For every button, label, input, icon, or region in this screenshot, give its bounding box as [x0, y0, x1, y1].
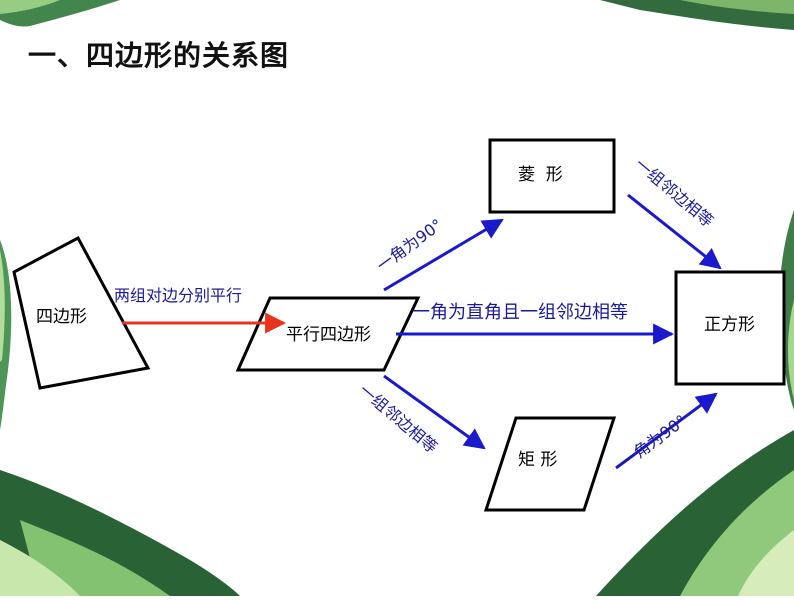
arrow-rect-to-square	[615, 392, 718, 470]
edge-label-para-to-square: 一角为直角且一组邻边相等	[412, 302, 628, 323]
arrow-para-to-rect	[383, 374, 486, 450]
label-rhombus: 菱 形	[518, 165, 563, 185]
label-quadrilateral: 四边形	[36, 307, 87, 327]
leaf-right	[779, 210, 794, 410]
page-title: 一、四边形的关系图	[28, 39, 290, 72]
leaf-top-left	[0, 0, 120, 27]
label-square: 正方形	[704, 315, 755, 335]
label-rectangle: 矩 形	[518, 450, 557, 470]
edge-label-para-to-rect: 一组邻边相等	[355, 381, 441, 457]
square-box	[674, 270, 786, 386]
leaf-bottom-left	[0, 470, 240, 596]
edge-label-rect-to-square: 一角为90°	[617, 411, 690, 471]
edge-label-quad-to-para: 两组对边分别平行	[114, 286, 242, 305]
arrow-rhombus-to-square	[627, 193, 722, 270]
arrow-para-to-rhombus	[383, 218, 504, 292]
leaf-top-right	[600, 0, 794, 30]
rhombus-box	[488, 138, 616, 214]
rectangle-shape	[483, 416, 617, 512]
edge-label-para-to-rhombus: 一角为90°	[373, 215, 446, 275]
leaf-left	[0, 240, 12, 430]
quadrilateral-shape	[12, 235, 151, 390]
edge-label-rhombus-to-square: 一组邻边相等	[631, 155, 717, 231]
leaf-bottom-right	[596, 430, 794, 596]
label-parallelogram: 平行四边形	[286, 325, 371, 345]
